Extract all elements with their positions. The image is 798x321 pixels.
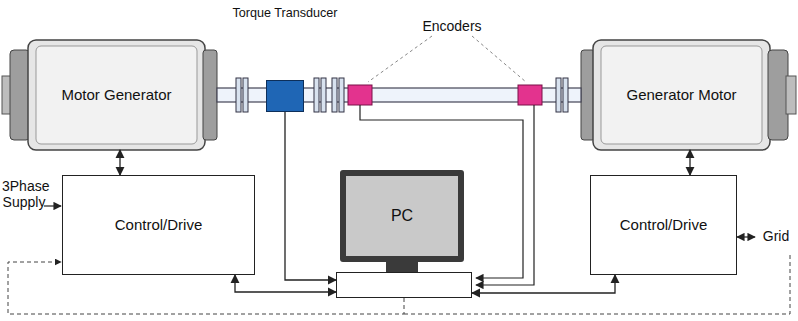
connector xyxy=(285,112,336,280)
control-box: Control/Drive xyxy=(62,175,255,275)
node-text: Control/Drive xyxy=(115,216,203,233)
grid-arrow xyxy=(737,236,755,237)
leader-line xyxy=(368,36,432,82)
motor-generator-machine xyxy=(2,40,217,150)
supply-arrow xyxy=(44,205,61,206)
control-box: Control/Drive xyxy=(590,175,737,275)
node-text: Torque Transducer xyxy=(232,6,337,21)
machine-body: Motor Generator xyxy=(28,40,205,150)
machine-body: Generator Motor xyxy=(593,40,770,150)
connector xyxy=(119,150,120,175)
monitor: PC xyxy=(340,170,464,262)
connector xyxy=(235,275,336,292)
connector xyxy=(472,275,615,293)
encoder-left xyxy=(348,85,372,105)
torque-transducer: Torque Transducer xyxy=(232,6,338,112)
label-text: Grid xyxy=(757,228,795,244)
node-text: Generator Motor xyxy=(626,86,736,103)
label-text: Encoders xyxy=(410,18,494,34)
encoder-right xyxy=(518,85,542,105)
node-text: Control/Drive xyxy=(620,216,708,233)
pc-computer: PC xyxy=(336,170,472,298)
pc-base xyxy=(336,272,472,298)
transducer-block xyxy=(266,80,304,112)
encoder-wire xyxy=(476,105,534,285)
node-text: Motor Generator xyxy=(61,86,171,103)
label-text: 3Phase Supply xyxy=(2,178,46,210)
connector xyxy=(689,150,690,175)
generator-motor-machine xyxy=(581,40,796,150)
coupling-flanges xyxy=(236,78,568,112)
leader-line xyxy=(472,36,526,82)
monitor-stand xyxy=(386,262,418,272)
node-text: PC xyxy=(391,207,413,225)
